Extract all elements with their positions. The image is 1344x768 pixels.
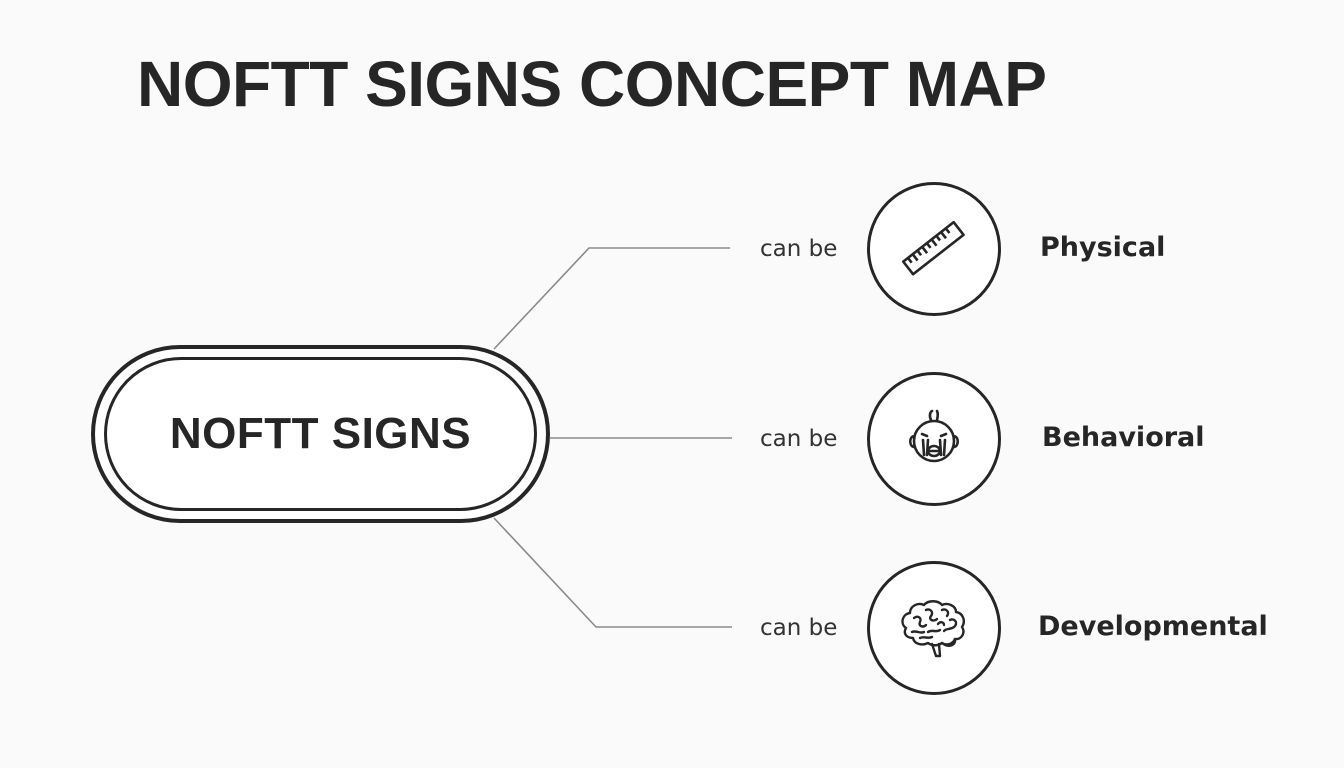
connector-label-behavioral: can be	[760, 426, 838, 452]
crying-baby-icon	[908, 409, 960, 463]
connector-label-physical: can be	[760, 236, 838, 262]
connector-line-developmental	[493, 517, 732, 628]
connector-label-developmental: can be	[760, 615, 838, 641]
category-label-developmental: Developmental	[1038, 611, 1268, 642]
central-node-label: NOFTT SIGNS	[169, 409, 472, 458]
ruler-icon	[901, 220, 965, 276]
page-title: NOFTT SIGNS CONCEPT MAP	[137, 48, 1047, 120]
physical-node	[867, 182, 1001, 316]
category-label-behavioral: Behavioral	[1042, 422, 1205, 453]
central-node: NOFTT SIGNS	[104, 357, 537, 511]
behavioral-node	[867, 372, 1001, 506]
brain-icon	[901, 600, 965, 658]
category-label-physical: Physical	[1040, 232, 1166, 263]
developmental-node	[867, 561, 1001, 695]
connector-line-physical	[493, 247, 730, 350]
